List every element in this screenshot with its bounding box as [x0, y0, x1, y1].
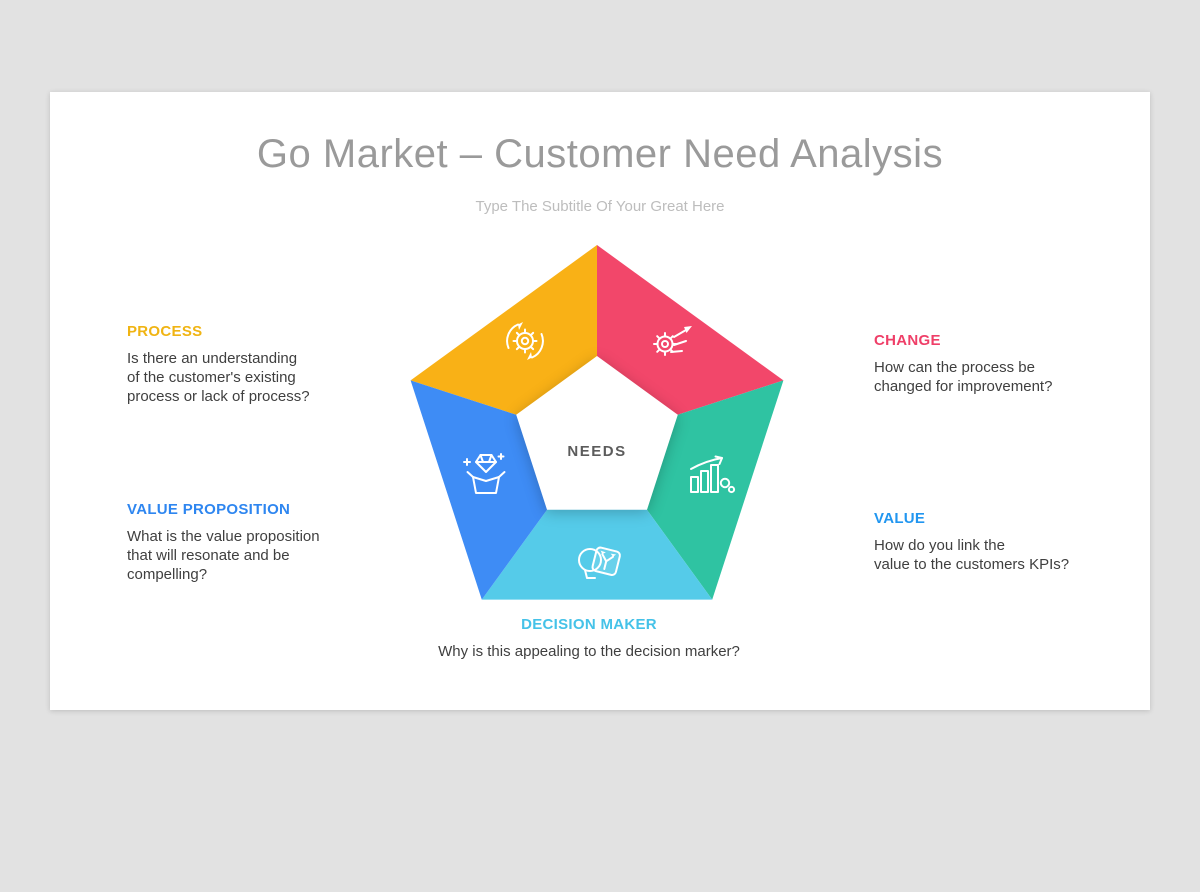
center-pentagon [516, 356, 678, 510]
callout-value-proposition: VALUE PROPOSITION What is the value prop… [127, 501, 347, 585]
center-label: NEEDS [567, 443, 626, 460]
segment-process [410, 245, 597, 417]
segment-value-proposition [410, 380, 550, 600]
pentagon-diagram: NEEDS [410, 245, 784, 600]
callout-process-label: PROCESS [127, 323, 203, 340]
segment-change [597, 245, 784, 417]
callout-decision-maker: DECISION MAKER Why is this appealing to … [289, 616, 889, 662]
callout-decision-maker-label: DECISION MAKER [521, 616, 657, 633]
callout-process-text: Is there an understanding of the custome… [127, 350, 310, 405]
callout-value-proposition-label: VALUE PROPOSITION [127, 501, 291, 518]
presentation-slide: Go Market – Customer Need Analysis Type … [50, 92, 1150, 710]
callout-change: CHANGE How can the process be changed fo… [874, 332, 1104, 397]
decision-head-icon [578, 546, 621, 579]
growth-chart-icon [690, 455, 736, 494]
callout-change-label: CHANGE [874, 332, 941, 349]
callout-decision-maker-text: Why is this appealing to the decision ma… [438, 643, 740, 660]
process-cycle-icon [506, 322, 544, 360]
slide-title: Go Market – Customer Need Analysis [256, 132, 944, 176]
callout-value-proposition-text: What is the value proposition that will … [127, 528, 320, 583]
diamond-box-icon [463, 453, 506, 494]
callout-change-text: How can the process be changed for impro… [874, 359, 1053, 395]
segment-value [644, 380, 784, 600]
slide-subtitle: Type The Subtitle Of Your Great Here [475, 198, 725, 215]
callout-process: PROCESS Is there an understanding of the… [127, 323, 347, 407]
callout-value-label: VALUE [874, 510, 926, 527]
callout-value: VALUE How do you link the value to the c… [874, 510, 1114, 575]
callout-value-text: How do you link the value to the custome… [874, 537, 1070, 573]
change-gear-arrow-icon [653, 326, 692, 356]
